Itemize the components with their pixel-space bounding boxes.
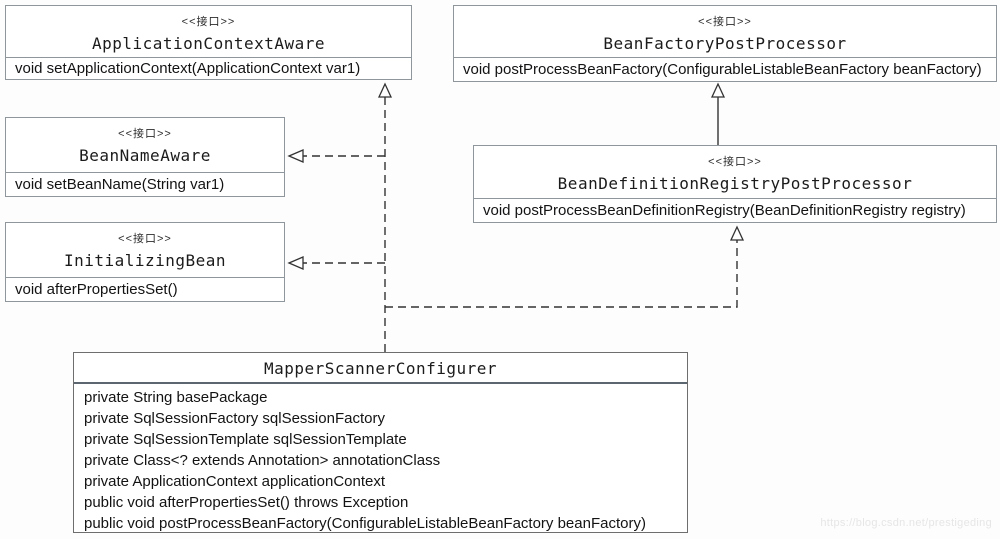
class-member-list: private String basePackage private SqlSe… bbox=[74, 384, 687, 534]
class-member: private SqlSessionTemplate sqlSessionTem… bbox=[84, 431, 407, 448]
class-member: public void postProcessBeanFactory(Confi… bbox=[84, 515, 646, 532]
class-member: private ApplicationContext applicationCo… bbox=[84, 473, 386, 490]
stereotype-label: <<接口>> bbox=[118, 128, 172, 140]
class-header: MapperScannerConfigurer bbox=[74, 353, 687, 384]
realization-arrow-application-context-aware bbox=[377, 82, 393, 352]
method-signature: void postProcessBeanDefinitionRegistry(B… bbox=[474, 198, 996, 222]
method-signature: void setApplicationContext(ApplicationCo… bbox=[6, 57, 411, 79]
method-signature: void postProcessBeanFactory(Configurable… bbox=[454, 57, 996, 81]
interface-name: BeanFactoryPostProcessor bbox=[603, 34, 847, 53]
interface-name: BeanNameAware bbox=[79, 146, 211, 165]
interface-name: InitializingBean bbox=[63, 251, 227, 270]
interface-header: <<接口>> InitializingBean bbox=[6, 223, 284, 277]
generalization-arrow-bean-factory-post-processor bbox=[710, 82, 726, 145]
interface-name: BeanDefinitionRegistryPostProcessor bbox=[557, 174, 913, 193]
interface-bean-definition-registry-post-processor: <<接口>> BeanDefinitionRegistryPostProcess… bbox=[473, 145, 997, 223]
interface-name: ApplicationContextAware bbox=[91, 34, 326, 53]
method-signature: void setBeanName(String var1) bbox=[6, 172, 284, 196]
class-name: MapperScannerConfigurer bbox=[263, 359, 498, 378]
watermark-text: https://blog.csdn.net/prestigeding bbox=[820, 517, 992, 529]
method-signature: void afterPropertiesSet() bbox=[6, 277, 284, 301]
stereotype-label: <<接口>> bbox=[708, 156, 762, 168]
stereotype-label: <<接口>> bbox=[181, 16, 236, 28]
interface-header: <<接口>> BeanDefinitionRegistryPostProcess… bbox=[474, 146, 996, 198]
class-member: private SqlSessionFactory sqlSessionFact… bbox=[84, 410, 385, 427]
interface-bean-factory-post-processor: <<接口>> BeanFactoryPostProcessor void pos… bbox=[453, 5, 997, 82]
interface-application-context-aware: <<接口>> ApplicationContextAware void setA… bbox=[5, 5, 412, 80]
realization-arrow-initializing-bean bbox=[287, 256, 385, 270]
interface-header: <<接口>> BeanNameAware bbox=[6, 118, 284, 172]
class-member: private String basePackage bbox=[84, 389, 268, 406]
realization-arrow-bean-definition-registry-post-processor bbox=[385, 225, 745, 308]
class-member: public void afterPropertiesSet() throws … bbox=[84, 494, 409, 511]
interface-header: <<接口>> BeanFactoryPostProcessor bbox=[454, 6, 996, 57]
class-member: private Class<? extends Annotation> anno… bbox=[84, 452, 441, 469]
stereotype-label: <<接口>> bbox=[698, 16, 752, 28]
class-mapper-scanner-configurer: MapperScannerConfigurer private String b… bbox=[73, 352, 688, 533]
realization-arrow-bean-name-aware bbox=[287, 149, 385, 163]
interface-initializing-bean: <<接口>> InitializingBean void afterProper… bbox=[5, 222, 285, 302]
interface-bean-name-aware: <<接口>> BeanNameAware void setBeanName(St… bbox=[5, 117, 285, 197]
interface-header: <<接口>> ApplicationContextAware bbox=[6, 6, 411, 57]
stereotype-label: <<接口>> bbox=[118, 233, 172, 245]
